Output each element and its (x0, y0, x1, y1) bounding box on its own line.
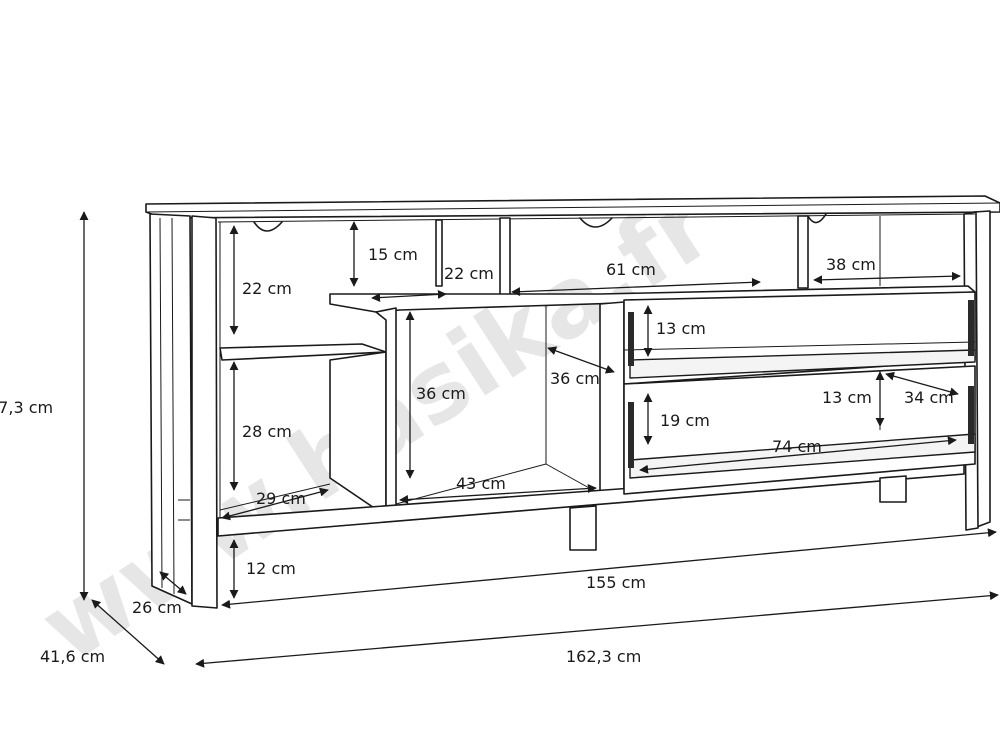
label-left-shelf-depth: 29 cm (256, 489, 306, 508)
cable-hole-right (807, 213, 827, 224)
top-divider-right (797, 215, 809, 289)
cable-hole-middle (579, 217, 613, 228)
label-left-top-shelf-height: 22 cm (242, 279, 292, 298)
label-drawer-bottom-height: 13 cm (822, 388, 872, 407)
label-center-depth: 36 cm (550, 369, 600, 388)
label-side-depth: 26 cm (132, 598, 182, 617)
dimension-lines (79, 211, 999, 668)
label-drawer-depth: 34 cm (904, 388, 954, 407)
top-divider-left (435, 219, 443, 287)
right-foot (879, 475, 907, 503)
top-divider-mid (499, 217, 511, 297)
left-front-leg (191, 215, 218, 609)
label-top-right-width: 38 cm (826, 255, 876, 274)
label-drawer-top-height: 13 cm (656, 319, 706, 338)
dimension-labels: 47,3 cm 41,6 cm 162,3 cm 155 cm 26 cm 12… (0, 245, 954, 666)
cable-hole-left (253, 221, 283, 232)
center-foot (569, 505, 597, 551)
label-center-height: 36 cm (416, 384, 466, 403)
center-right-wall (599, 301, 625, 495)
label-drawer-width: 74 cm (772, 437, 822, 456)
drawer-slide-3 (628, 402, 634, 468)
label-inner-width: 155 cm (586, 573, 646, 592)
label-depth-total: 41,6 cm (40, 647, 105, 666)
drawer-slide-4 (968, 386, 974, 444)
label-top-left-depth: 22 cm (444, 264, 494, 283)
label-plinth-height: 12 cm (246, 559, 296, 578)
label-width-total: 162,3 cm (566, 647, 641, 666)
label-left-bottom-shelf-height: 28 cm (242, 422, 292, 441)
label-center-width: 43 cm (456, 474, 506, 493)
drawer-slide-1 (628, 312, 634, 366)
label-top-middle-width: 61 cm (606, 260, 656, 279)
label-height-total: 47,3 cm (0, 398, 53, 417)
label-top-gap-height: 15 cm (368, 245, 418, 264)
drawer-slide-2 (968, 300, 974, 356)
drawer-top-bottom (629, 349, 976, 379)
label-drawer-bottom-inner-height: 19 cm (660, 411, 710, 430)
left-side-panel (149, 213, 193, 605)
